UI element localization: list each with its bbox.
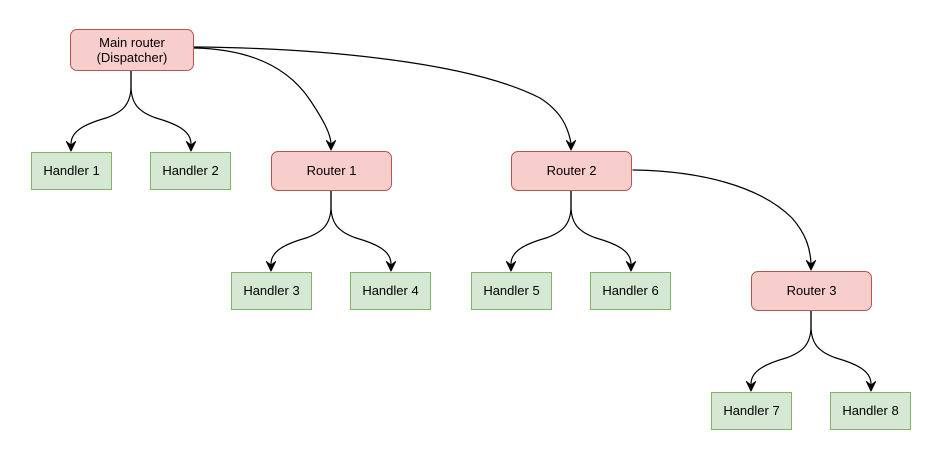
arrow-handler-5 [505, 261, 517, 272]
edge-router1-to-handler-3 [270, 190, 332, 265]
edge-router2-to-handler-5 [510, 190, 572, 265]
arrow-handler-3 [265, 261, 277, 272]
edge-router3-to-handler-7 [750, 310, 812, 385]
arrow-handler-6 [625, 261, 637, 272]
node-handler-8[interactable]: Handler 8 [830, 392, 911, 430]
arrow-handler-7 [745, 381, 757, 392]
node-handler-6[interactable]: Handler 6 [590, 272, 671, 310]
node-handler-3[interactable]: Handler 3 [231, 272, 312, 310]
arrow-router-3 [805, 260, 817, 271]
arrow-handler-1 [65, 141, 77, 152]
edge-main-to-handler-2 [130, 70, 192, 145]
edge-main-to-router-1 [193, 47, 332, 144]
node-handler-7[interactable]: Handler 7 [711, 392, 792, 430]
node-handler-5[interactable]: Handler 5 [471, 272, 552, 310]
node-handler-2[interactable]: Handler 2 [150, 152, 231, 190]
node-router-1[interactable]: Router 1 [271, 151, 392, 191]
node-handler-1[interactable]: Handler 1 [31, 152, 112, 190]
arrow-router-2 [565, 140, 577, 151]
edge-main-to-handler-1 [70, 70, 132, 145]
edge-router3-to-handler-8 [810, 310, 872, 385]
edge-router2-to-router-3 [632, 169, 812, 264]
node-handler-4[interactable]: Handler 4 [350, 272, 431, 310]
arrow-handler-4 [385, 261, 397, 272]
edge-router2-to-handler-6 [570, 190, 632, 265]
edge-router1-to-handler-4 [330, 190, 392, 265]
arrow-router-1 [325, 140, 337, 151]
node-main-router[interactable]: Main router (Dispatcher) [70, 29, 194, 71]
node-router-3[interactable]: Router 3 [751, 271, 872, 311]
node-router-2[interactable]: Router 2 [511, 151, 632, 191]
arrow-handler-2 [185, 141, 197, 152]
arrow-handler-8 [865, 381, 877, 392]
edge-main-to-router-2 [193, 46, 572, 144]
edges-group [70, 46, 872, 385]
